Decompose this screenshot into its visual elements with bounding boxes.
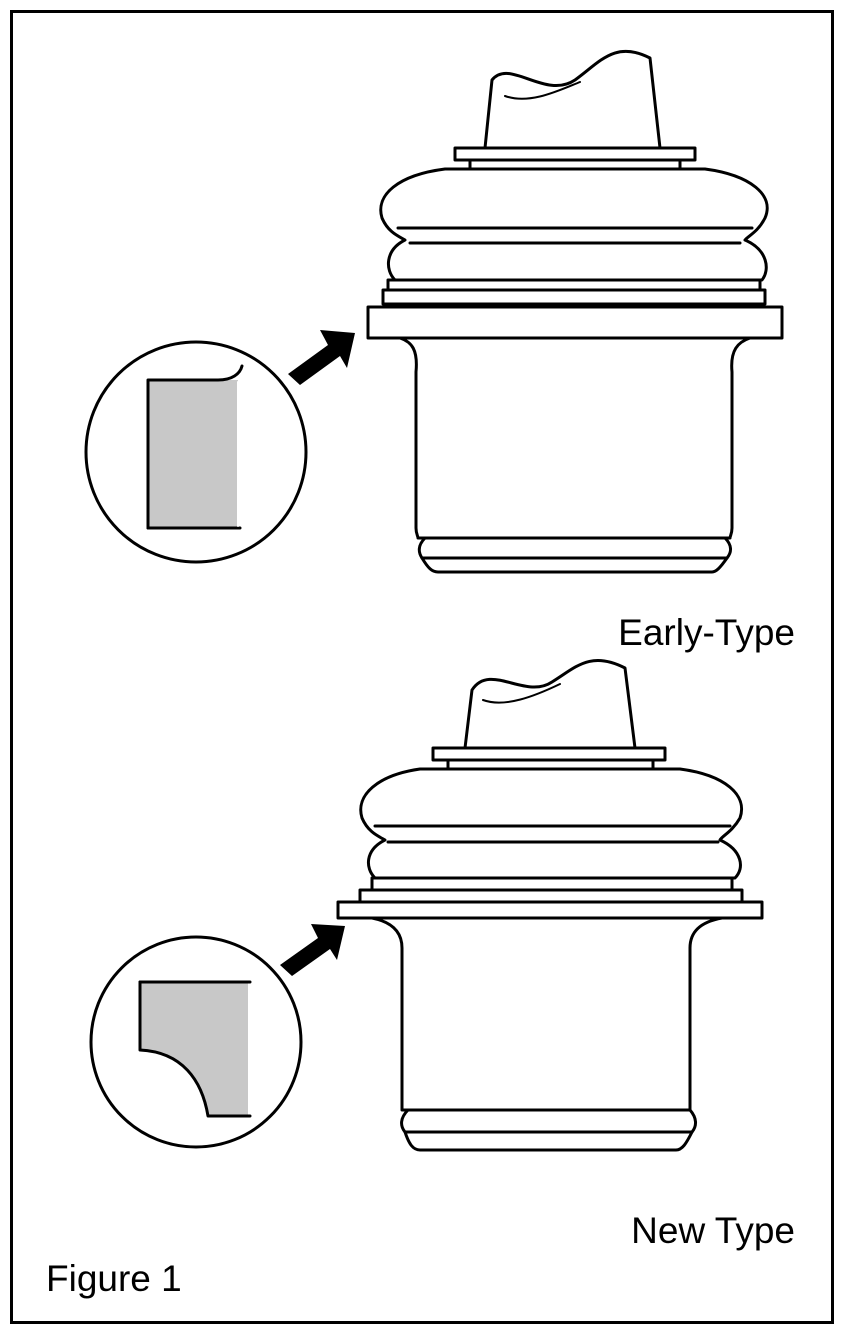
early-top-collar (453, 146, 697, 162)
early-type-ball-joint (366, 49, 784, 574)
early-boot (379, 167, 769, 282)
figure-caption: Figure 1 (46, 1258, 182, 1299)
new-stud (463, 658, 637, 750)
early-detail-magnifier (84, 340, 308, 564)
early-stud (483, 49, 662, 150)
new-detail-magnifier (89, 935, 303, 1149)
new-flange (336, 900, 764, 920)
new-type-label: New Type (631, 1210, 795, 1251)
new-boot (359, 767, 743, 880)
early-type-label: Early-Type (618, 612, 795, 653)
new-type-ball-joint (336, 658, 764, 1152)
figure-frame (10, 10, 834, 1324)
early-flange (366, 305, 784, 340)
early-lower-body (398, 336, 752, 540)
new-arrow (280, 924, 345, 976)
early-arrow (288, 330, 355, 385)
new-lower-body (370, 916, 724, 1112)
new-top-collar (431, 746, 667, 762)
